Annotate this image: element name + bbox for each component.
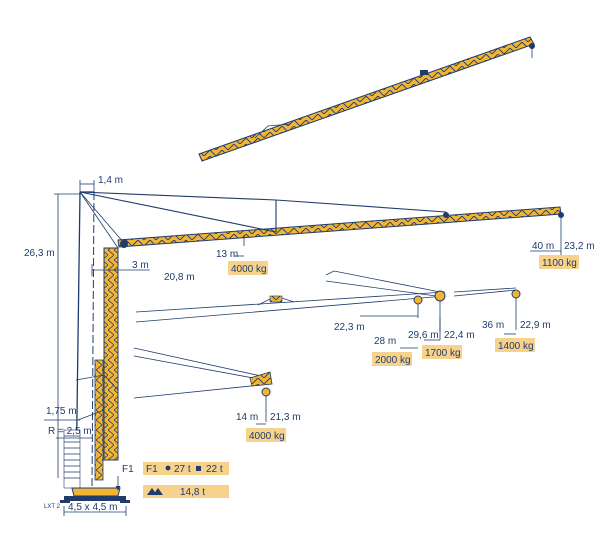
- legend-circle-icon: [165, 465, 171, 471]
- label-20m: 20,8 m: [164, 272, 195, 283]
- legend-base-icon: [147, 488, 163, 495]
- main-jib-node-mid: [443, 212, 449, 218]
- load-29-6m: 1700 kg: [425, 348, 461, 359]
- load-36m: 1400 kg: [498, 341, 534, 352]
- label-22-4: 22,4 m: [444, 330, 475, 341]
- main-jib: [79, 191, 564, 248]
- legend-w1: 27 t: [174, 464, 191, 475]
- load-box-28m: [372, 352, 412, 366]
- jib-36m-tip-chord: [453, 289, 517, 297]
- label-height: 26,3 m: [24, 248, 55, 259]
- jib-config-36m: [135, 270, 521, 332]
- load-40m: 1100 kg: [542, 258, 577, 269]
- dim-top-offset-ticks: [79, 180, 95, 194]
- jib-14m-tip: [249, 371, 273, 387]
- load-13m: 4000 kg: [231, 264, 267, 275]
- dim-20m-ticks: [91, 264, 119, 276]
- mast-brace: [79, 191, 119, 249]
- label-29-6: 29,6 m: [408, 330, 439, 341]
- weights-legend: F1 27 t 22 t 14,8 t: [143, 462, 229, 498]
- main-jib-root-pulley: [120, 240, 128, 248]
- jib-config-14m: [133, 347, 273, 406]
- jib-14m-pulley: [261, 387, 271, 397]
- base-frame: [64, 496, 126, 501]
- legend-w2: 22 t: [206, 464, 223, 475]
- counterweight-stack: [63, 429, 81, 489]
- main-jib-pendant-2: [79, 191, 277, 233]
- jib-36m-pulley-c: [511, 289, 521, 299]
- load-boxes: 4000 kg 1100 kg 2000 kg 1700 kg 1400 kg …: [228, 255, 579, 442]
- jib-36m-pulley-a: [413, 295, 423, 305]
- load-box-36m: [495, 338, 535, 352]
- base-pad-left: [60, 500, 70, 503]
- jib-14m-chord-bottom: [133, 383, 271, 399]
- detached-jib-tie: [254, 123, 291, 139]
- label-3m: 3 m: [132, 260, 149, 271]
- jib-14m-chord-mid: [133, 355, 265, 381]
- load-box-14m: [246, 428, 286, 442]
- label-28m: 28 m: [374, 336, 396, 347]
- main-jib-pendant-1: [79, 191, 447, 213]
- label-base-size: 4,5 x 4,5 m: [68, 502, 117, 513]
- label-force: F1: [122, 464, 134, 475]
- load-28m: 2000 kg: [375, 355, 411, 366]
- label-radius: R = 2,5 m: [48, 426, 92, 437]
- label-13m: 13 m: [216, 249, 238, 260]
- label-23m: 23,2 m: [564, 241, 595, 252]
- label-40m: 40 m: [532, 241, 554, 252]
- jib-36m-chord-top: [135, 291, 446, 313]
- dim-base-ticks: [63, 506, 127, 516]
- base-pad-right: [120, 500, 130, 503]
- detached-jib-node: [420, 70, 428, 75]
- dimension-lines: [44, 180, 562, 516]
- load-14m: 4000 kg: [249, 431, 285, 442]
- dimension-labels: 1,4 m 26,3 m 3 m 20,8 m 13 m 40 m 23,2 m…: [24, 175, 595, 513]
- base-slewing-body: [71, 487, 121, 497]
- base: [60, 487, 130, 503]
- detached-jib-body: [198, 36, 535, 162]
- jib-36m-folded-chord-2: [325, 280, 437, 297]
- legend-square-icon: [196, 466, 201, 471]
- label-36m: 36 m: [482, 320, 504, 331]
- mast-brace-3: [77, 409, 105, 421]
- jib-36m-pulley-b: [434, 290, 446, 302]
- jib-36m-chord-bottom: [135, 295, 446, 323]
- mast-lattice-column: [103, 247, 119, 461]
- legend-box-2: [143, 485, 229, 498]
- counterweight-lines: [64, 435, 80, 479]
- label-14m: 14 m: [236, 412, 258, 423]
- legend-f1: F1: [146, 464, 158, 475]
- mast-counter-column: [94, 359, 104, 481]
- jib-36m-node: [269, 295, 283, 303]
- mast-inner-line: [91, 191, 95, 489]
- label-top-offset: 1,4 m: [98, 175, 123, 186]
- detached-jib-hook-block: [529, 43, 535, 49]
- detached-jib: [198, 36, 535, 162]
- main-jib-root-brace: [79, 191, 125, 244]
- label-1-75: 1,75 m: [46, 406, 77, 417]
- load-box-13m: [228, 261, 268, 275]
- legend-box-1: [143, 462, 229, 475]
- mast: [63, 191, 119, 489]
- label-model: LXT 2: [44, 504, 61, 510]
- load-box-29-6m: [422, 345, 462, 359]
- label-22-9: 22,9 m: [520, 320, 551, 331]
- legend-w3: 14,8 t: [180, 487, 205, 498]
- label-22-3: 22,3 m: [334, 322, 365, 333]
- label-21-3: 21,3 m: [270, 412, 301, 423]
- jib-14m-chord-top: [133, 347, 271, 379]
- jib-36m-tip-chord-2: [453, 287, 517, 293]
- load-box-40m: [539, 255, 579, 269]
- mast-brace-2: [75, 374, 119, 391]
- jib-36m-folded-chord: [325, 270, 441, 293]
